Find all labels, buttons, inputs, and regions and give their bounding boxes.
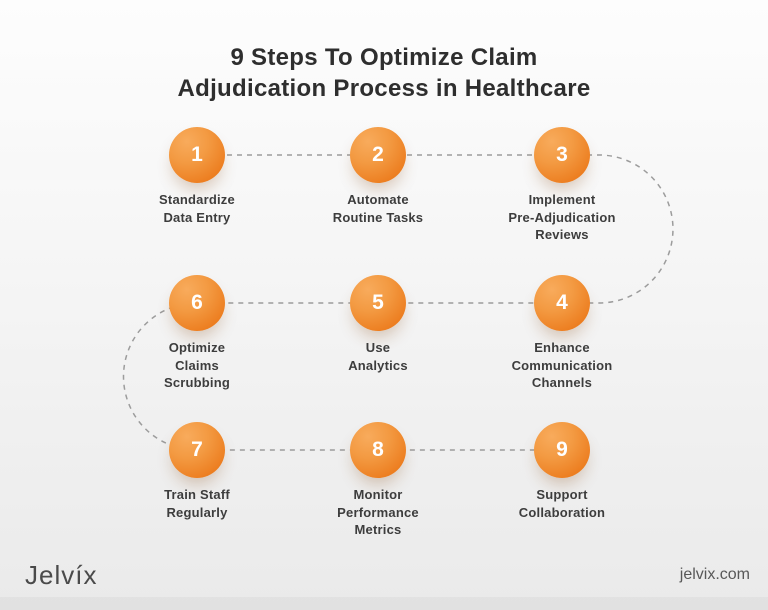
infographic-title: 9 Steps To Optimize Claim Adjudication P… <box>177 44 591 103</box>
step-circle-5: 5 <box>350 275 406 331</box>
step-node-1: 1 Standardize Data Entry <box>107 127 287 226</box>
step-node-5: 5 Use Analytics <box>288 275 468 374</box>
step-circle-4: 4 <box>534 275 590 331</box>
step-circle-7: 7 <box>169 422 225 478</box>
flow-connector-path <box>122 154 674 451</box>
step-label-3: Implement Pre-Adjudication Reviews <box>508 192 616 243</box>
step-label-7: Train Staff Regularly <box>164 487 230 520</box>
step-label-4: Enhance Communication Channels <box>511 340 613 391</box>
step-circle-2: 2 <box>350 127 406 183</box>
step-label-1: Standardize Data Entry <box>159 192 235 225</box>
step-circle-3: 3 <box>534 127 590 183</box>
step-number-4: 4 <box>556 291 568 314</box>
step-node-4: 4 Enhance Communication Channels <box>472 275 652 392</box>
jelvix-logo: Jelvíx <box>25 560 98 590</box>
step-circle-8: 8 <box>350 422 406 478</box>
step-node-2: 2 Automate Routine Tasks <box>288 127 468 226</box>
website-url: jelvix.com <box>679 566 750 583</box>
step-label-2: Automate Routine Tasks <box>332 192 424 225</box>
step-number-8: 8 <box>372 438 384 461</box>
step-label-5: Use Analytics <box>348 340 408 373</box>
step-label-9: Support Collaboration <box>518 487 606 520</box>
step-number-6: 6 <box>191 291 203 314</box>
step-number-2: 2 <box>372 143 384 166</box>
step-node-7: 7 Train Staff Regularly <box>107 422 287 521</box>
step-node-3: 3 Implement Pre-Adjudication Reviews <box>472 127 652 244</box>
step-circle-1: 1 <box>169 127 225 183</box>
step-node-8: 8 Monitor Performance Metrics <box>288 422 468 539</box>
step-number-3: 3 <box>556 143 568 166</box>
step-label-8: Monitor Performance Metrics <box>337 487 419 538</box>
step-number-1: 1 <box>191 143 203 166</box>
step-number-5: 5 <box>372 291 384 314</box>
step-circle-6: 6 <box>169 275 225 331</box>
step-number-9: 9 <box>556 438 568 461</box>
step-node-9: 9 Support Collaboration <box>472 422 652 521</box>
step-number-7: 7 <box>191 438 203 461</box>
step-label-6: Optimize Claims Scrubbing <box>163 340 231 391</box>
step-circle-9: 9 <box>534 422 590 478</box>
step-node-6: 6 Optimize Claims Scrubbing <box>107 275 287 392</box>
bottom-strip <box>0 597 768 610</box>
